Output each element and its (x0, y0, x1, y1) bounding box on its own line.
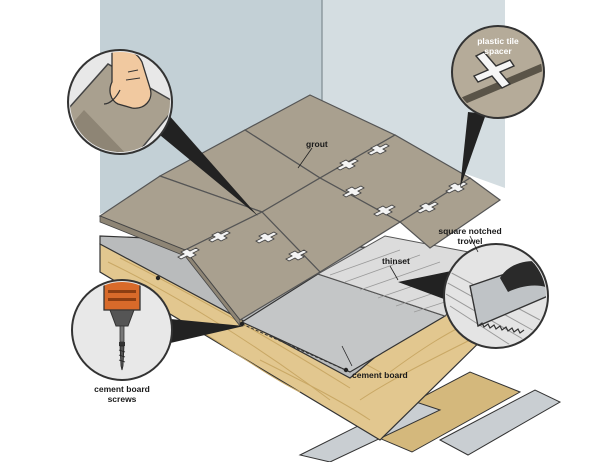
screws-label-line1: cement board (94, 384, 150, 394)
trowel-label-line2: trowel (457, 236, 482, 246)
tile-spacer-icon (208, 230, 231, 243)
drill-icon (103, 282, 141, 343)
grout-leader (297, 147, 313, 169)
spacer-label-line1: plastic tile (477, 36, 519, 46)
trowel-callout-pointer (398, 270, 456, 302)
cement-board-label: cement board (352, 370, 408, 380)
joist-1 (358, 371, 522, 453)
tile-spacer-icon (255, 231, 278, 244)
joist-2 (438, 389, 562, 456)
tile-spacer-icon (177, 247, 200, 260)
thinset-leader (389, 265, 399, 281)
tile-spacer-icon (336, 158, 359, 171)
tile-spacer-icon (342, 185, 365, 198)
tile-grid (98, 94, 502, 321)
screws-label-line2: screws (108, 394, 137, 404)
tile-spacer-icon (373, 204, 396, 217)
trowel-label-line1: square notched (438, 226, 501, 236)
drill-callout (71, 279, 173, 381)
drill-callout-pointer (160, 318, 244, 344)
spacer-callout: plastic tile spacer (451, 25, 545, 119)
screw-holes (155, 275, 349, 373)
spacer-callout-pointer (460, 112, 486, 188)
screw-icon (118, 342, 126, 371)
grout-label: grout (306, 139, 328, 149)
tile (398, 177, 502, 249)
hand-callout (67, 49, 173, 155)
trowel-callout (443, 243, 549, 349)
left-wall (100, 0, 322, 214)
tile-spacer-icon (445, 181, 468, 194)
thinset-label: thinset (382, 256, 410, 266)
tile-spacers (177, 143, 468, 262)
hand-icon (103, 52, 152, 109)
spacer-label-line2: spacer (484, 46, 512, 56)
tile-spacer-icon (416, 201, 439, 214)
cement-board-leader (341, 345, 353, 367)
trowel-label-leader (469, 235, 479, 253)
tile-spacer-icon (472, 51, 516, 89)
tile-spacer-icon (367, 143, 390, 156)
tile-spacer-icon (285, 249, 308, 262)
